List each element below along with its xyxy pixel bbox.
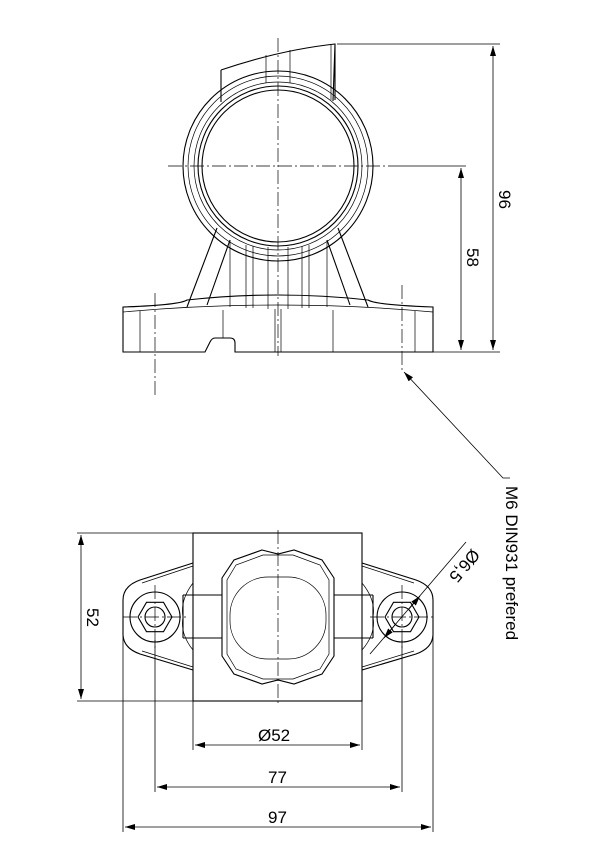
plan-view: 52 Ø52 77 97 Ø6,5 [77, 530, 483, 832]
front-view: 58 96 M6 DIN931 prefered [122, 38, 521, 640]
dim-label-58: 58 [463, 248, 482, 267]
centerlines [154, 38, 403, 395]
dim-label-d52: Ø52 [258, 726, 290, 745]
legs [186, 227, 369, 308]
dim-label-77: 77 [268, 768, 287, 787]
fastener-note: M6 DIN931 prefered [502, 486, 521, 640]
dim-label-96: 96 [495, 190, 514, 209]
ribs [229, 240, 328, 309]
base [122, 294, 434, 353]
housing-body [192, 532, 363, 702]
hood-detail [265, 45, 332, 100]
dim-label-hole-diameter: Ø6,5 [445, 545, 483, 585]
dim-label-52: 52 [83, 608, 102, 627]
leader-line [403, 371, 510, 479]
lens-outline [221, 549, 335, 685]
dim-label-97: 97 [268, 808, 287, 827]
centerlines-plan [123, 530, 435, 704]
